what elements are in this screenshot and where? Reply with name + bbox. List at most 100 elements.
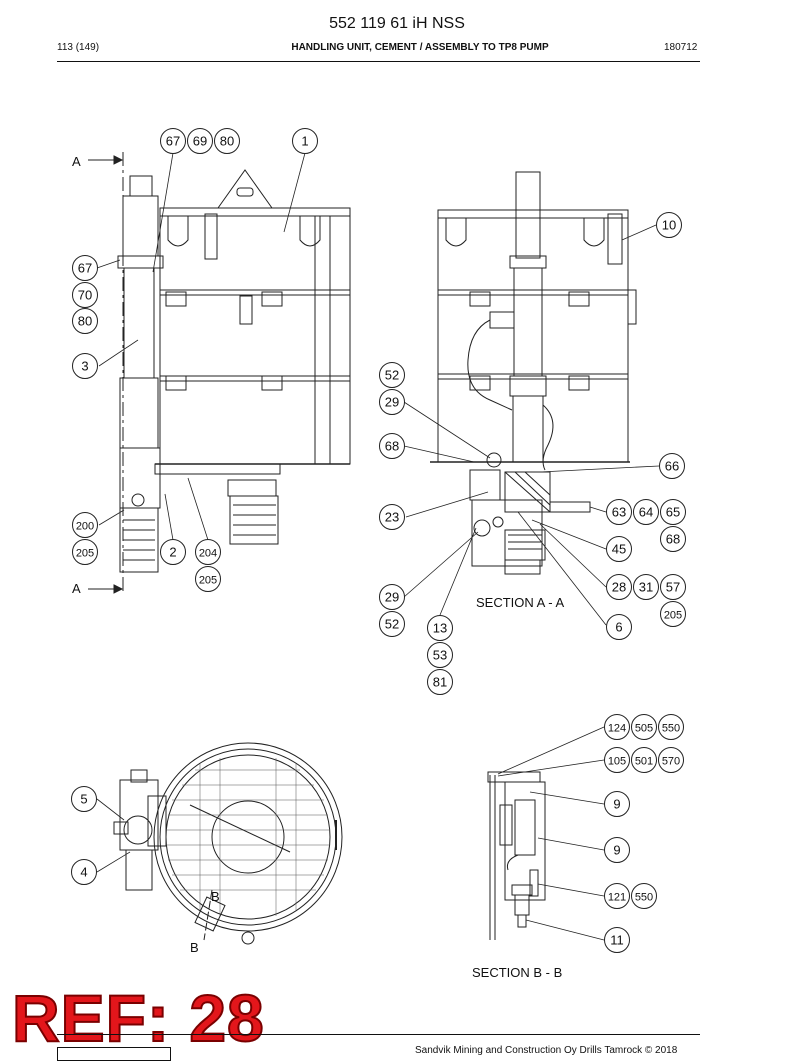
balloon-57: 57 bbox=[660, 574, 686, 600]
balloon-circle bbox=[72, 308, 98, 334]
balloon-label: 570 bbox=[662, 756, 680, 768]
balloon-circle bbox=[604, 837, 630, 863]
balloon-label: 68 bbox=[666, 532, 680, 547]
footer-copyright: Sandvik Mining and Construction Oy Drill… bbox=[415, 1045, 678, 1056]
balloon-66: 66 bbox=[659, 453, 685, 479]
balloon-circle bbox=[660, 526, 686, 552]
balloon-circle bbox=[72, 512, 98, 538]
balloon-circle bbox=[72, 539, 98, 565]
balloon-9: 9 bbox=[604, 791, 630, 817]
balloon-45: 45 bbox=[606, 536, 632, 562]
balloon-52: 52 bbox=[379, 362, 405, 388]
balloon-label: 2 bbox=[169, 545, 176, 560]
balloon-63: 63 bbox=[606, 499, 632, 525]
balloon-10: 10 bbox=[656, 212, 682, 238]
balloon-circle bbox=[633, 574, 659, 600]
balloon-label: 11 bbox=[610, 933, 624, 948]
balloon-81: 81 bbox=[427, 669, 453, 695]
balloon-label: 205 bbox=[199, 575, 217, 587]
section-aa-view bbox=[430, 171, 637, 575]
balloon-circle bbox=[72, 255, 98, 281]
balloon-80: 80 bbox=[214, 128, 240, 154]
balloon-label: 65 bbox=[666, 505, 680, 520]
balloon-11: 11 bbox=[604, 927, 630, 953]
balloon-circle bbox=[633, 499, 659, 525]
balloon-550: 550 bbox=[658, 714, 684, 740]
balloon-550: 550 bbox=[631, 883, 657, 909]
balloon-1: 1 bbox=[292, 128, 318, 154]
balloon-circle bbox=[195, 566, 221, 592]
balloon-circle bbox=[660, 574, 686, 600]
balloon-label: 52 bbox=[385, 617, 399, 632]
balloon-3: 3 bbox=[72, 353, 98, 379]
balloon-4: 4 bbox=[71, 859, 97, 885]
balloon-label: 64 bbox=[639, 505, 653, 520]
page-number: 113 (149) bbox=[57, 42, 100, 53]
balloon-label: 68 bbox=[385, 439, 399, 454]
balloon-circle bbox=[660, 601, 686, 627]
balloon-200: 200 bbox=[72, 512, 98, 538]
balloon-label: 80 bbox=[78, 314, 92, 329]
balloon-circle bbox=[604, 883, 630, 909]
logo-box bbox=[57, 1047, 171, 1061]
balloon-circle bbox=[604, 747, 630, 773]
balloon-label: 28 bbox=[612, 580, 626, 595]
balloon-label: 67 bbox=[78, 261, 92, 276]
balloon-label: 29 bbox=[385, 590, 399, 605]
balloon-2: 2 bbox=[160, 539, 186, 565]
balloon-circle bbox=[606, 574, 632, 600]
balloon-circle bbox=[658, 747, 684, 773]
balloon-204: 204 bbox=[195, 539, 221, 565]
balloon-label: 200 bbox=[76, 521, 94, 533]
balloon-circle bbox=[160, 539, 186, 565]
balloon-label: 1 bbox=[301, 134, 308, 149]
balloon-circle bbox=[606, 614, 632, 640]
balloon-circle bbox=[631, 883, 657, 909]
section-bb-label: SECTION B - B bbox=[472, 965, 562, 980]
balloon-circle bbox=[379, 611, 405, 637]
balloon-label: 45 bbox=[612, 542, 626, 557]
balloon-67: 67 bbox=[160, 128, 186, 154]
balloon-circle bbox=[606, 499, 632, 525]
balloon-29: 29 bbox=[379, 584, 405, 610]
section-bb-view bbox=[487, 771, 546, 940]
balloon-label: 70 bbox=[78, 288, 92, 303]
balloon-circle bbox=[656, 212, 682, 238]
balloon-label: 13 bbox=[433, 621, 447, 636]
balloon-53: 53 bbox=[427, 642, 453, 668]
balloon-label: 66 bbox=[665, 459, 679, 474]
balloon-circle bbox=[427, 615, 453, 641]
balloon-circle bbox=[427, 642, 453, 668]
balloon-circle bbox=[631, 747, 657, 773]
balloon-label: 81 bbox=[433, 675, 447, 690]
balloon-68: 68 bbox=[379, 433, 405, 459]
document-date: 180712 bbox=[664, 42, 698, 53]
balloon-205: 205 bbox=[195, 566, 221, 592]
balloon-circle bbox=[160, 128, 186, 154]
balloon-105: 105 bbox=[604, 747, 630, 773]
top-view bbox=[113, 742, 343, 945]
balloon-69: 69 bbox=[187, 128, 213, 154]
balloon-circle bbox=[604, 791, 630, 817]
balloon-52: 52 bbox=[379, 611, 405, 637]
balloon-label: 67 bbox=[166, 134, 180, 149]
balloon-circle bbox=[379, 389, 405, 415]
balloon-label: 105 bbox=[608, 756, 626, 768]
section-mark-b-bottom: B bbox=[190, 940, 199, 955]
page-title: 552 119 61 iH NSS bbox=[329, 15, 465, 32]
balloon-label: 505 bbox=[635, 723, 653, 735]
balloon-570: 570 bbox=[658, 747, 684, 773]
balloon-28: 28 bbox=[606, 574, 632, 600]
balloon-label: 31 bbox=[639, 580, 653, 595]
ref-stamp: REF: 28 bbox=[11, 981, 265, 1055]
balloon-5: 5 bbox=[71, 786, 97, 812]
balloon-label: 3 bbox=[81, 359, 88, 374]
balloon-circle bbox=[604, 927, 630, 953]
balloon-label: 23 bbox=[385, 510, 399, 525]
balloon-label: 124 bbox=[608, 723, 626, 735]
balloon-circle bbox=[71, 786, 97, 812]
section-aa-label: SECTION A - A bbox=[476, 595, 564, 610]
balloon-label: 29 bbox=[385, 395, 399, 410]
balloon-label: 63 bbox=[612, 505, 626, 520]
balloon-31: 31 bbox=[633, 574, 659, 600]
